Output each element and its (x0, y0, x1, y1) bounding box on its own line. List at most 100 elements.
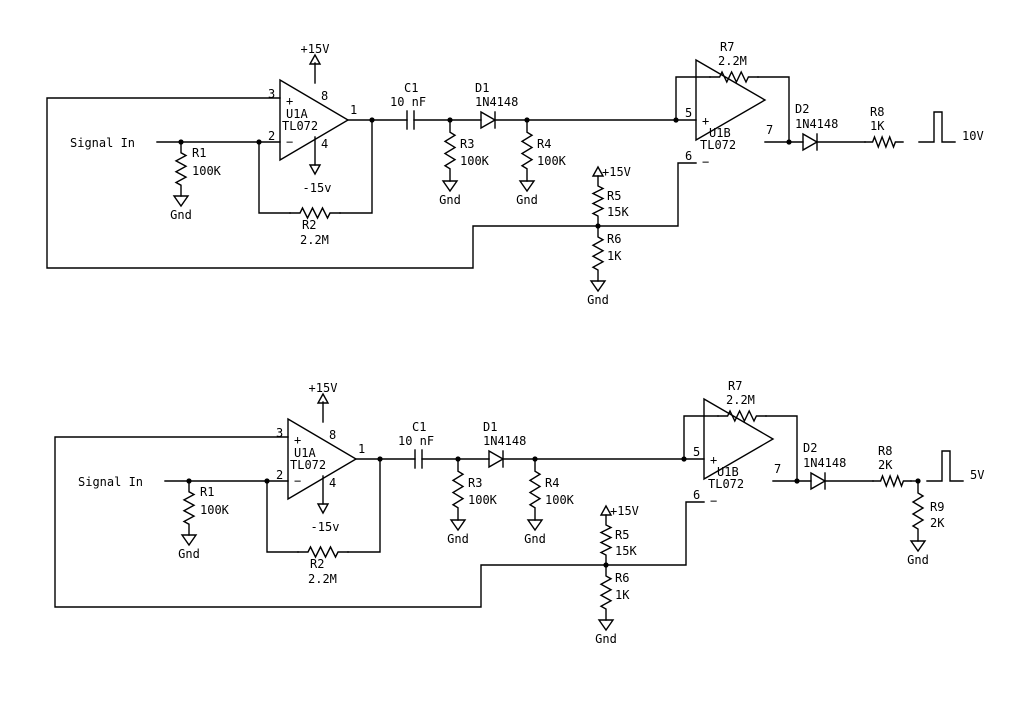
u1a-pin-1: 1 (350, 103, 357, 117)
u1b-pin-5: 5 (685, 106, 692, 120)
u1b-plus-sign: + (702, 114, 709, 128)
r5-supply-label: +15V (610, 504, 639, 518)
resistor-r1 (174, 141, 188, 197)
u1a-pin-2: 2 (276, 468, 283, 482)
resistor-r8 (864, 135, 904, 149)
u1a-vpos-label: +15V (309, 381, 338, 395)
d2-value: 1N4148 (803, 456, 846, 470)
output-pulse-icon (926, 450, 964, 482)
resistor-r3 (443, 119, 457, 182)
ground-icon (441, 180, 459, 193)
r3-ref: R3 (460, 137, 474, 151)
resistor-r3 (451, 458, 465, 521)
r7-ref: R7 (728, 379, 742, 393)
output-voltage-label: 5V (970, 468, 984, 482)
u1a-plus-sign: + (294, 433, 301, 447)
r6-value: 1K (607, 249, 622, 263)
ground-label: Gnd (587, 293, 609, 307)
op-amp-u1b (703, 397, 775, 481)
u1b-plus-sign: + (710, 453, 717, 467)
r5-ref: R5 (607, 189, 621, 203)
positive-feedback-loop-wire (54, 436, 607, 608)
r7-left-wire (675, 76, 711, 121)
r7-left-wire (683, 415, 719, 460)
r8-ref: R8 (870, 105, 884, 119)
r1-value: 100K (200, 503, 230, 517)
r8-value: 1K (870, 119, 885, 133)
r7-value: 2.2M (726, 393, 755, 407)
resistor-r2 (297, 545, 349, 559)
diode-d2 (810, 471, 827, 491)
c1-value: 10 nF (398, 434, 434, 448)
r2-ref: R2 (302, 218, 316, 232)
ground-label: Gnd (170, 208, 192, 222)
ground-label: Gnd (439, 193, 461, 207)
d1-ref: D1 (475, 81, 489, 95)
d2-ref: D2 (795, 102, 809, 116)
r8-ref: R8 (878, 444, 892, 458)
r7-right-wire (757, 76, 790, 143)
d2-value: 1N4148 (795, 117, 838, 131)
positive-feedback-loop-wire (46, 97, 599, 269)
junction-dot (673, 117, 679, 123)
divider-to-u1b-wire (597, 162, 697, 227)
resistor-r9 (911, 480, 925, 542)
negative-supply-arrow-icon (308, 164, 322, 176)
r1-ref: R1 (200, 485, 214, 499)
junction-dot (794, 478, 800, 484)
u1b-pin-6: 6 (693, 488, 700, 502)
vpos-arrow-icon (316, 392, 330, 404)
ground-icon (597, 619, 615, 632)
op-amp-u1b (695, 58, 767, 142)
r7-value: 2.2M (718, 54, 747, 68)
r9-ref: R9 (930, 500, 944, 514)
u1a-pin-4: 4 (329, 476, 336, 490)
d1-ref: D1 (483, 420, 497, 434)
u1a-label: U1A (294, 446, 316, 460)
divider-to-u1b-wire (605, 501, 705, 566)
resistor-r8 (872, 474, 912, 488)
u1a-pin-2: 2 (268, 129, 275, 143)
output-pulse-icon (918, 111, 956, 143)
resistor-r7 (717, 409, 767, 423)
u1a-pin-8: 8 (321, 89, 328, 103)
diode-d1 (488, 449, 505, 469)
r7-right-wire (765, 415, 798, 482)
ground-icon (526, 519, 544, 532)
r3-value: 100K (468, 493, 498, 507)
r1-value: 100K (192, 164, 222, 178)
r5-supply-label: +15V (602, 165, 631, 179)
r7-ref: R7 (720, 40, 734, 54)
u1a-pin-8: 8 (329, 428, 336, 442)
r6-ref: R6 (607, 232, 621, 246)
diode-d1 (480, 110, 497, 130)
u1a-minus-sign: − (294, 474, 301, 488)
d2-ref: D2 (803, 441, 817, 455)
r6-value: 1K (615, 588, 630, 602)
ground-label: Gnd (178, 547, 200, 561)
u1b-minus-sign: − (702, 155, 709, 169)
r2-left-wire (266, 480, 299, 553)
u1a-part: TL072 (290, 458, 326, 472)
r5-value: 15K (615, 544, 637, 558)
junction-dot (369, 117, 375, 123)
u1a-vneg-label: -15v (311, 520, 340, 534)
ground-label: Gnd (516, 193, 538, 207)
ground-label: Gnd (524, 532, 546, 546)
r8-value: 2K (878, 458, 893, 472)
r2-right-wire (339, 119, 373, 214)
op-amp-u1a (279, 78, 350, 162)
r2-ref: R2 (310, 557, 324, 571)
u1b-part: TL072 (708, 477, 744, 491)
op-amp-u1a (287, 417, 358, 501)
u1a-pin-1: 1 (358, 442, 365, 456)
u1a-pin-4: 4 (321, 137, 328, 151)
resistor-r6 (599, 564, 613, 621)
resistor-r1 (182, 480, 196, 536)
u1b-label: U1B (717, 465, 739, 479)
u1a-part: TL072 (282, 119, 318, 133)
c1-value: 10 nF (390, 95, 426, 109)
diode-d2 (802, 132, 819, 152)
r2-left-wire (258, 141, 291, 214)
